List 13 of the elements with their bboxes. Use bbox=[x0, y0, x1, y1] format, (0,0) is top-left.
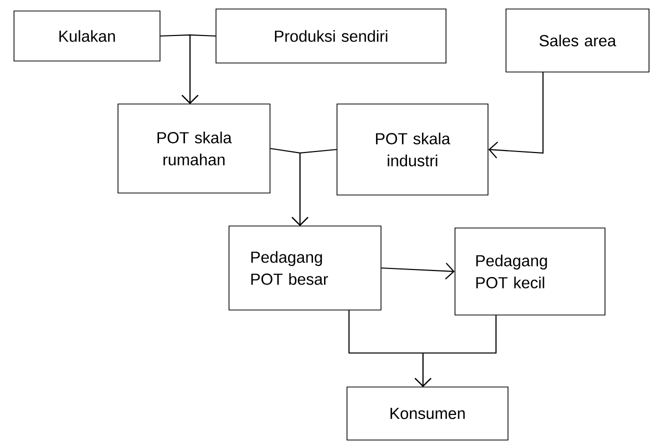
arrow bbox=[488, 72, 544, 158]
process-box: Konsumen bbox=[346, 386, 508, 440]
arrow bbox=[414, 315, 497, 387]
process-box: POT skala industri bbox=[336, 104, 488, 196]
process-box: Produksi sendiri bbox=[216, 8, 446, 64]
arrow bbox=[292, 148, 337, 226]
arrow bbox=[182, 34, 216, 104]
process-box: Kulakan bbox=[14, 10, 160, 62]
process-box: Pedagang POT besar bbox=[228, 226, 382, 310]
process-box: Sales area bbox=[506, 8, 650, 72]
process-box: POT skala rumahan bbox=[118, 104, 270, 194]
arrow bbox=[381, 262, 455, 280]
process-box: Pedagang POT kecil bbox=[454, 228, 606, 316]
